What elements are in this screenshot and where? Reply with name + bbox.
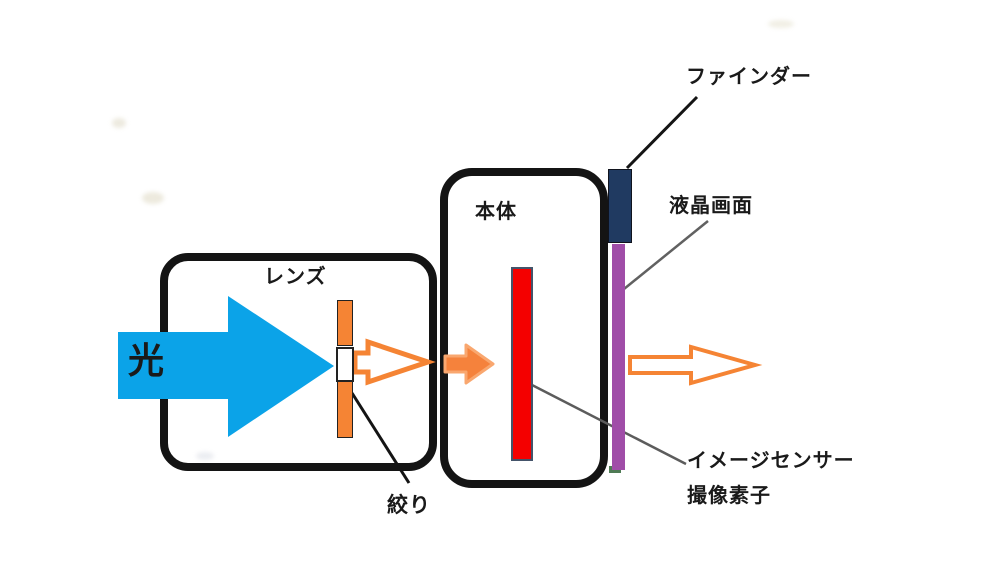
aperture-label: 絞り (387, 494, 431, 517)
light-into-body-arrow (443, 343, 495, 385)
lcd-label: 液晶画面 (669, 195, 753, 217)
aperture-blade-bottom (337, 381, 353, 438)
scan-smudge (768, 20, 794, 28)
scan-smudge (142, 192, 164, 204)
body-label: 本体 (475, 201, 517, 223)
lcd-screen-bar (612, 244, 625, 470)
image-sensor-bar (511, 267, 533, 461)
aperture-opening (336, 347, 354, 382)
scan-smudge (196, 452, 214, 460)
lens-label: レンズ (264, 266, 327, 288)
light-through-aperture-arrow (352, 338, 436, 386)
imaging-element-label: 撮像素子 (687, 485, 771, 507)
viewfinder-rect (608, 169, 632, 243)
scan-smudge (112, 118, 126, 128)
camera-body-box (440, 168, 608, 488)
aperture-blade-top (337, 300, 353, 346)
image-sensor-leader-line (531, 383, 687, 466)
light-label: 光 (128, 340, 165, 381)
viewfinder-label: ファインダー (686, 66, 812, 88)
aperture-leader-line (350, 392, 411, 484)
output-arrow (628, 344, 763, 386)
image-sensor-label: イメージセンサー (687, 450, 855, 472)
lcd-leader-line (623, 220, 709, 290)
viewfinder-leader-line (625, 95, 699, 170)
light-arrow (118, 296, 334, 437)
